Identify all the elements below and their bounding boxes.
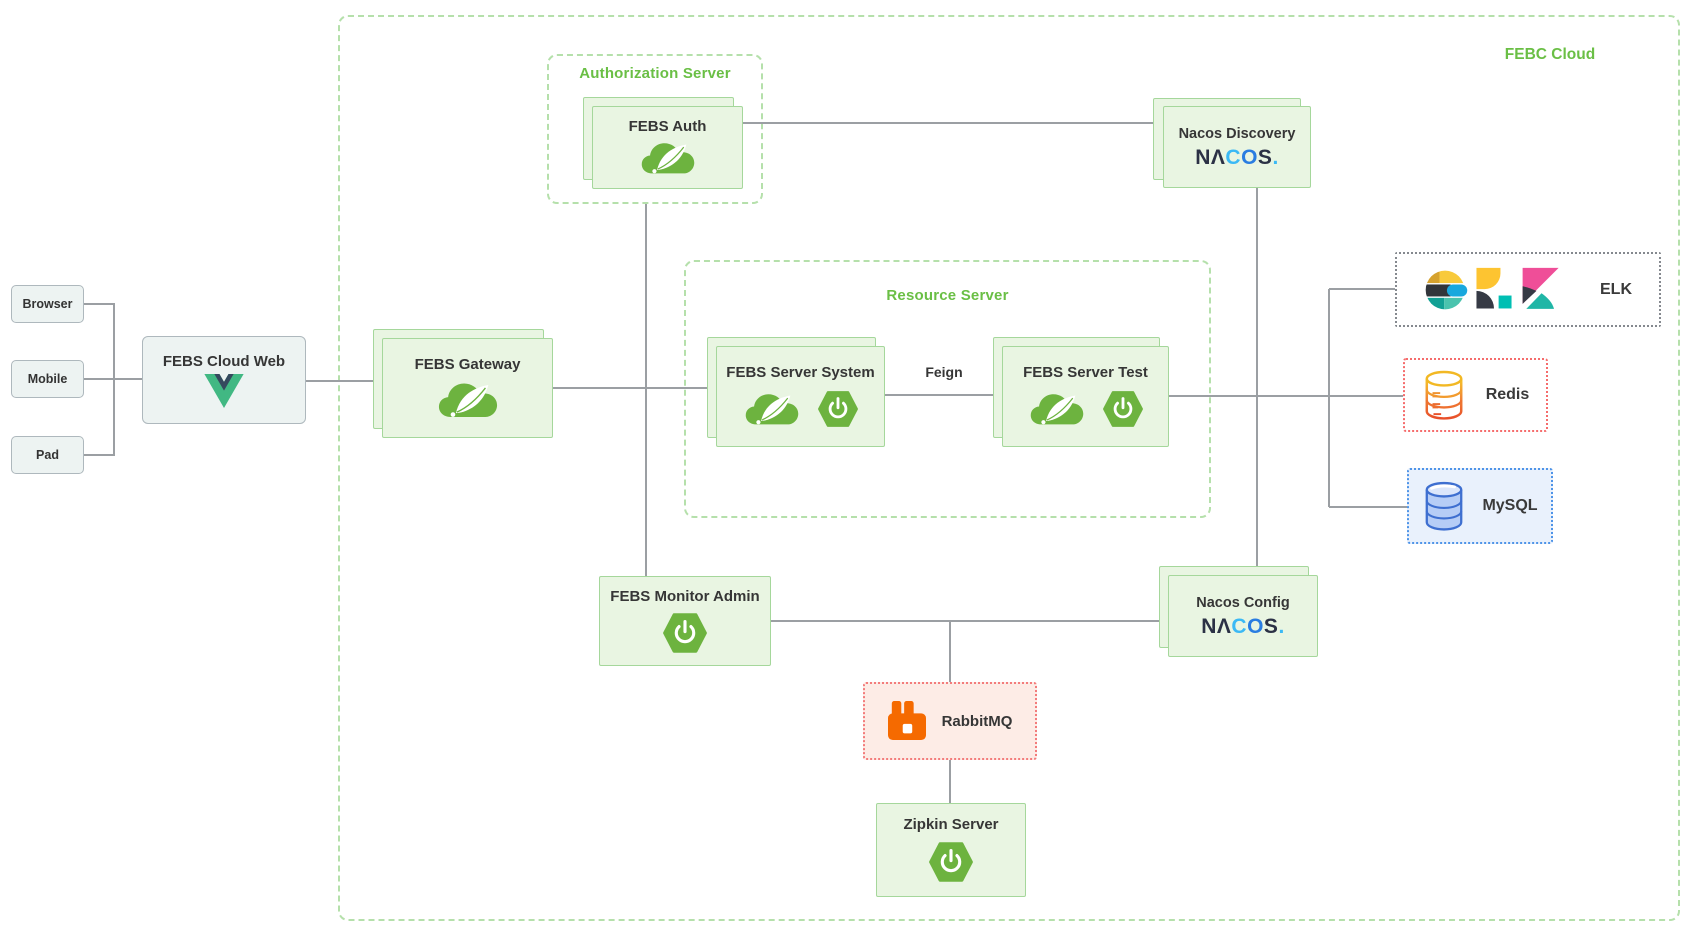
rabbitmq-node: RabbitMQ [863, 682, 1037, 760]
zipkin-server-node: Zipkin Server [876, 803, 1026, 897]
elk-node: ELK [1395, 252, 1661, 327]
febs-server-test-icons [1029, 389, 1143, 429]
febs-monitor-admin-title: FEBS Monitor Admin [610, 587, 760, 605]
nacos-logo: NΛCOS. [1195, 146, 1279, 169]
spring-cloud-icon [744, 391, 800, 428]
redis-node: Redis [1403, 358, 1548, 432]
febs-server-test-node: FEBS Server Test [1002, 346, 1169, 447]
authorization-server-group: Authorization Server [547, 54, 763, 204]
authorization-server-title: Authorization Server [579, 65, 731, 82]
spring-cloud-icon [437, 380, 499, 421]
mysql-database-icon [1422, 481, 1466, 531]
nacos-discovery-title: Nacos Discovery [1178, 126, 1296, 142]
zipkin-server-title: Zipkin Server [903, 816, 999, 833]
client-mobile-label: Mobile [27, 372, 68, 386]
febs-cloud-web-node: FEBS Cloud Web [142, 336, 306, 424]
febs-server-system-icons [744, 389, 858, 429]
febs-cloud-web-title: FEBS Cloud Web [162, 352, 286, 370]
febs-gateway-node: FEBS Gateway [382, 338, 553, 438]
redis-label: Redis [1485, 386, 1530, 403]
nacos-config-node: Nacos Config NΛCOS. [1168, 575, 1318, 657]
febs-gateway-title: FEBS Gateway [414, 355, 521, 373]
febs-auth-node: FEBS Auth [592, 106, 743, 189]
spring-cloud-icon [1029, 391, 1085, 428]
redis-database-icon [1422, 370, 1466, 420]
rabbitmq-icon [888, 701, 926, 741]
nacos-logo: NΛCOS. [1201, 615, 1285, 638]
client-mobile: Mobile [11, 360, 84, 398]
client-pad: Pad [11, 436, 84, 474]
elk-label: ELK [1600, 280, 1632, 298]
febs-server-test-title: FEBS Server Test [1023, 364, 1148, 381]
febc-cloud-title: FEBC Cloud [1504, 46, 1596, 63]
resource-server-title: Resource Server [886, 287, 1009, 304]
spring-boot-icon [929, 840, 973, 884]
client-pad-label: Pad [36, 448, 59, 462]
febs-auth-title: FEBS Auth [628, 118, 707, 135]
elk-stack-icon [1424, 266, 1564, 314]
spring-boot-icon [663, 611, 707, 655]
febs-monitor-admin-node: FEBS Monitor Admin [599, 576, 771, 666]
nacos-discovery-node: Nacos Discovery NΛCOS. [1163, 106, 1311, 188]
vue-icon [204, 374, 244, 408]
febs-server-system-title: FEBS Server System [726, 364, 875, 381]
spring-cloud-icon [640, 140, 696, 177]
rabbitmq-title: RabbitMQ [941, 712, 1013, 730]
client-browser: Browser [11, 285, 84, 323]
febs-server-system-node: FEBS Server System [716, 346, 885, 447]
client-browser-label: Browser [22, 297, 73, 311]
spring-boot-icon [1103, 389, 1143, 429]
nacos-config-title: Nacos Config [1196, 595, 1290, 611]
spring-boot-icon [818, 389, 858, 429]
mysql-label: MySQL [1482, 497, 1538, 514]
feign-link-label: Feign [925, 364, 963, 380]
mysql-node: MySQL [1407, 468, 1553, 544]
febc-cloud-group [338, 15, 1680, 921]
